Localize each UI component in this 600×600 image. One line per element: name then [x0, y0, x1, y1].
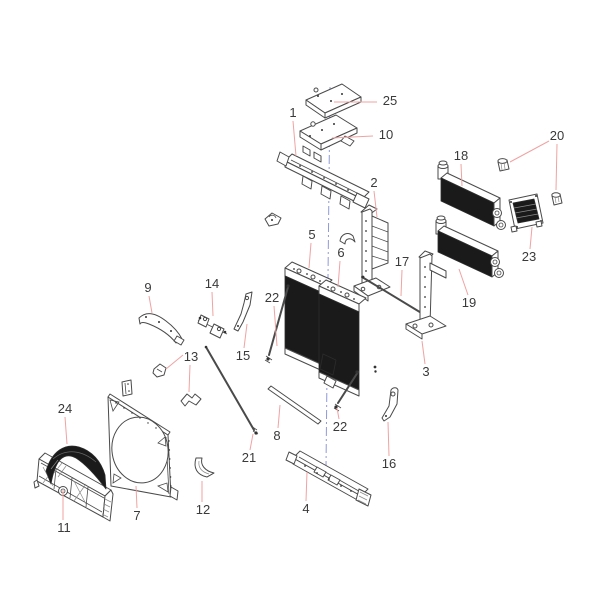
part-20-cap-b	[551, 192, 563, 206]
part-7-fan-shroud-plate	[107, 393, 179, 501]
callout-label-20-19: 20	[550, 128, 564, 143]
callout-label-23-23: 23	[522, 249, 536, 264]
leader-line-5	[308, 242, 312, 269]
part-16-angle-bracket-right	[381, 387, 399, 422]
leader-line-7	[135, 485, 138, 509]
leader-line-20	[509, 140, 550, 163]
leader-line-8	[277, 404, 281, 429]
part-23-small-cooler	[508, 193, 544, 233]
callout-label-25-25: 25	[383, 93, 397, 108]
part-17-tie-rod-long	[361, 275, 429, 318]
part-13-clamp-pieces	[152, 363, 202, 407]
leader-line-10	[331, 135, 374, 139]
leader-line-4	[305, 471, 308, 502]
hook-clip-piece	[339, 233, 356, 245]
part-2-upper-right-bracket	[353, 204, 391, 302]
part-15-angle-bracket-left	[233, 291, 253, 332]
part-6-radiator-core-right	[318, 279, 367, 397]
callout-label-9-8: 9	[144, 280, 151, 295]
callout-label-21-20: 21	[242, 450, 256, 465]
callout-label-12-11: 12	[196, 502, 210, 517]
leader-line-2	[373, 190, 378, 218]
callout-label-11-10: 11	[57, 520, 71, 535]
part-4-lower-mounting-rail	[285, 450, 372, 507]
callout-label-10-9: 10	[379, 127, 393, 142]
part-9-curved-bracket	[138, 313, 185, 346]
leader-line-18	[460, 163, 463, 187]
callout-label-1-0: 1	[289, 105, 296, 120]
part-1-upper-mounting-rail	[276, 151, 370, 210]
leader-line-9	[148, 295, 153, 314]
parts-layer	[33, 83, 563, 522]
leader-line-13	[165, 354, 184, 370]
part-20-cap-a	[497, 158, 510, 172]
leader-line-19	[458, 268, 469, 296]
callout-label-17-16: 17	[395, 254, 409, 269]
callout-label-7-6: 7	[133, 508, 140, 523]
leader-line-23	[529, 226, 533, 250]
callout-label-4-3: 4	[302, 501, 309, 516]
callout-label-19-18: 19	[462, 295, 476, 310]
part-24-fan-shroud-lower	[45, 445, 107, 490]
part-8-seal-strip	[267, 385, 322, 425]
part-19-oil-cooler-lower	[435, 215, 504, 278]
leader-line-1	[292, 120, 297, 157]
part-22-tie-rod-right	[333, 370, 359, 412]
small-plate-bracket	[121, 379, 133, 397]
leader-line-17	[400, 269, 403, 297]
callout-label-5-4: 5	[308, 227, 315, 242]
callout-label-3-2: 3	[422, 364, 429, 379]
leader-line-20	[555, 143, 558, 191]
callout-label-2-1: 2	[370, 175, 377, 190]
leader-line-22	[273, 305, 278, 347]
small-bolt	[373, 365, 377, 373]
centerline-layer	[325, 86, 331, 469]
part-25-top-cover-plate	[305, 83, 362, 119]
part-3-lower-right-bracket	[405, 250, 447, 340]
part-10-upper-tank-plate	[299, 114, 358, 163]
leader-line-14	[211, 291, 214, 317]
part-18-oil-cooler-upper	[437, 160, 506, 230]
callout-label-18-17: 18	[454, 148, 468, 163]
callout-label-22-22: 22	[333, 419, 347, 434]
leader-line-13	[188, 364, 191, 393]
assembly-centerline	[325, 86, 331, 469]
leader-line-22	[336, 407, 340, 420]
part-14-mounting-hardware	[197, 314, 228, 339]
callout-label-8-7: 8	[273, 428, 280, 443]
callout-label-16-15: 16	[382, 456, 396, 471]
leader-line-3	[421, 340, 426, 365]
callout-label-22-21: 22	[265, 290, 279, 305]
small-clamp-piece	[264, 212, 282, 227]
leader-line-6	[337, 260, 341, 288]
leader-line-21	[249, 433, 254, 451]
leader-line-16	[387, 421, 390, 457]
leader-line-15	[243, 323, 248, 349]
part-12-hose-elbow	[194, 457, 215, 478]
part-11-lower-support-frame	[33, 452, 114, 522]
part-21-tie-rod-front	[204, 345, 259, 435]
callout-label-24-24: 24	[58, 401, 72, 416]
callout-label-15-14: 15	[236, 348, 250, 363]
callout-layer: 1234567891011121314151617181920212222232…	[57, 93, 564, 535]
callout-label-6-5: 6	[337, 245, 344, 260]
callout-label-13-12: 13	[184, 349, 198, 364]
callout-label-14-13: 14	[205, 276, 219, 291]
leader-line-24	[64, 416, 68, 445]
part-22-tie-rod-left	[264, 284, 290, 364]
